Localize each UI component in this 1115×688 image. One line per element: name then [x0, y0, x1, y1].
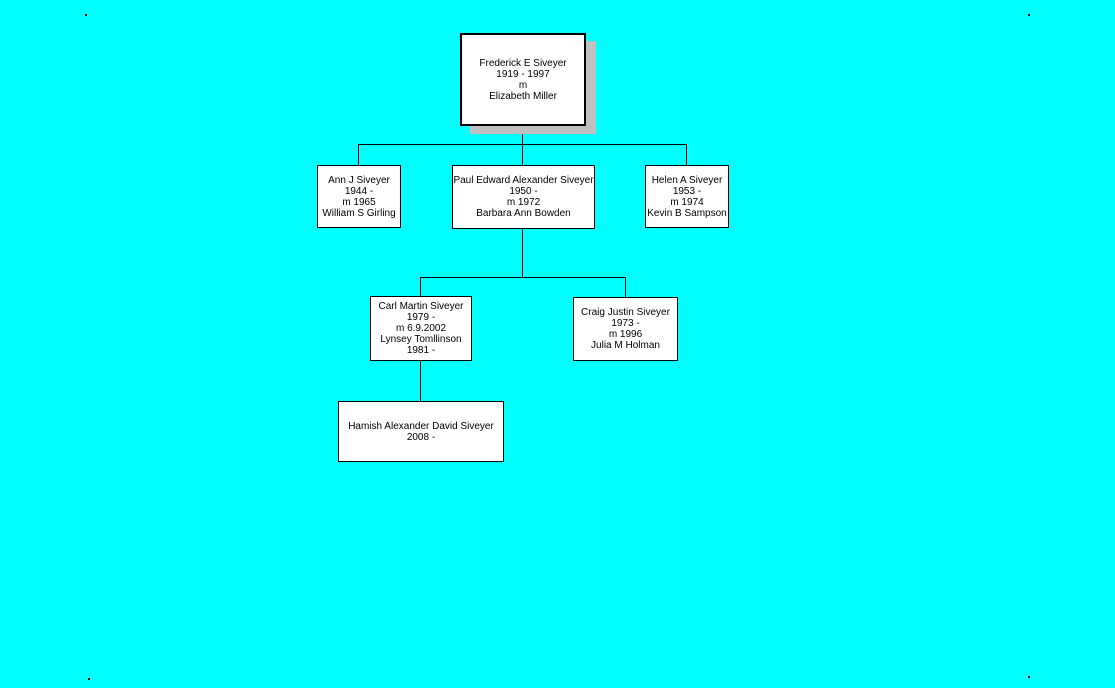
marriage-year: m 1965 [342, 196, 376, 208]
person-name: Hamish Alexander David Siveyer [348, 420, 494, 432]
person-box-helen-a-siveyer[interactable]: Helen A Siveyer 1953 - m 1974 Kevin B Sa… [645, 165, 729, 228]
spouse-name: Kevin B Sampson [647, 207, 727, 219]
connector-frederick-down [522, 126, 523, 144]
birth-death-dates: 1953 - [672, 185, 702, 197]
person-box-carl-martin-siveyer[interactable]: Carl Martin Siveyer 1979 - m 6.9.2002 Ly… [370, 296, 472, 361]
person-name: Frederick E Siveyer [479, 57, 567, 69]
corner-mark-bottom-left [88, 678, 90, 680]
connector-ann-drop [358, 144, 359, 165]
person-name: Helen A Siveyer [651, 174, 723, 186]
spouse-name: Julia M Holman [591, 340, 660, 351]
connector-craig-drop [625, 277, 626, 297]
person-box-ann-j-siveyer[interactable]: Ann J Siveyer 1944 - m 1965 William S Gi… [317, 165, 401, 228]
corner-mark-top-right [1028, 14, 1030, 16]
person-box-craig-justin-siveyer[interactable]: Craig Justin Siveyer 1973 - m 1996 Julia… [573, 297, 678, 361]
person-name: Craig Justin Siveyer [581, 307, 670, 318]
marriage-year: m 1974 [670, 196, 704, 208]
marriage-date: m 6.9.2002 [395, 323, 447, 334]
connector-carl-down [420, 361, 421, 401]
corner-mark-top-left [85, 14, 87, 16]
spouse-name: Barbara Ann Bowden [476, 208, 571, 219]
connector-helen-drop [686, 144, 687, 165]
person-name: Carl Martin Siveyer [378, 301, 464, 312]
spouse-name: Lynsey Tomllinson [380, 334, 462, 345]
birth-death-dates: 1979 - [406, 312, 436, 323]
corner-mark-bottom-right [1028, 676, 1030, 678]
connector-gen3-horizontal [420, 277, 626, 278]
birth-death-dates: 1919 - 1997 [496, 68, 550, 80]
birth-death-dates: 1944 - [344, 185, 374, 197]
person-name: Ann J Siveyer [328, 174, 390, 186]
spouse-name: Elizabeth Miller [489, 90, 557, 102]
marriage-year: m 1996 [608, 329, 643, 340]
connector-carl-drop [420, 277, 421, 296]
marriage-label: m [518, 79, 528, 91]
connector-paul-down [522, 229, 523, 277]
birth-death-dates: 1950 - [509, 186, 538, 197]
person-box-paul-edward-alexander-siveyer[interactable]: Paul Edward Alexander Siveyer 1950 - m 1… [452, 165, 595, 229]
person-box-frederick-e-siveyer[interactable]: Frederick E Siveyer 1919 - 1997 m Elizab… [460, 33, 586, 126]
spouse-name: William S Girling [322, 207, 396, 219]
birth-death-dates: 2008 - [406, 431, 436, 443]
birth-death-dates: 1973 - [611, 318, 640, 329]
connector-paul-drop [522, 144, 523, 165]
marriage-year: m 1972 [506, 197, 541, 208]
person-name: Paul Edward Alexander Siveyer [453, 175, 594, 186]
spouse-dates: 1981 - [406, 345, 436, 356]
person-box-hamish-alexander-david-siveyer[interactable]: Hamish Alexander David Siveyer 2008 - [338, 401, 504, 462]
